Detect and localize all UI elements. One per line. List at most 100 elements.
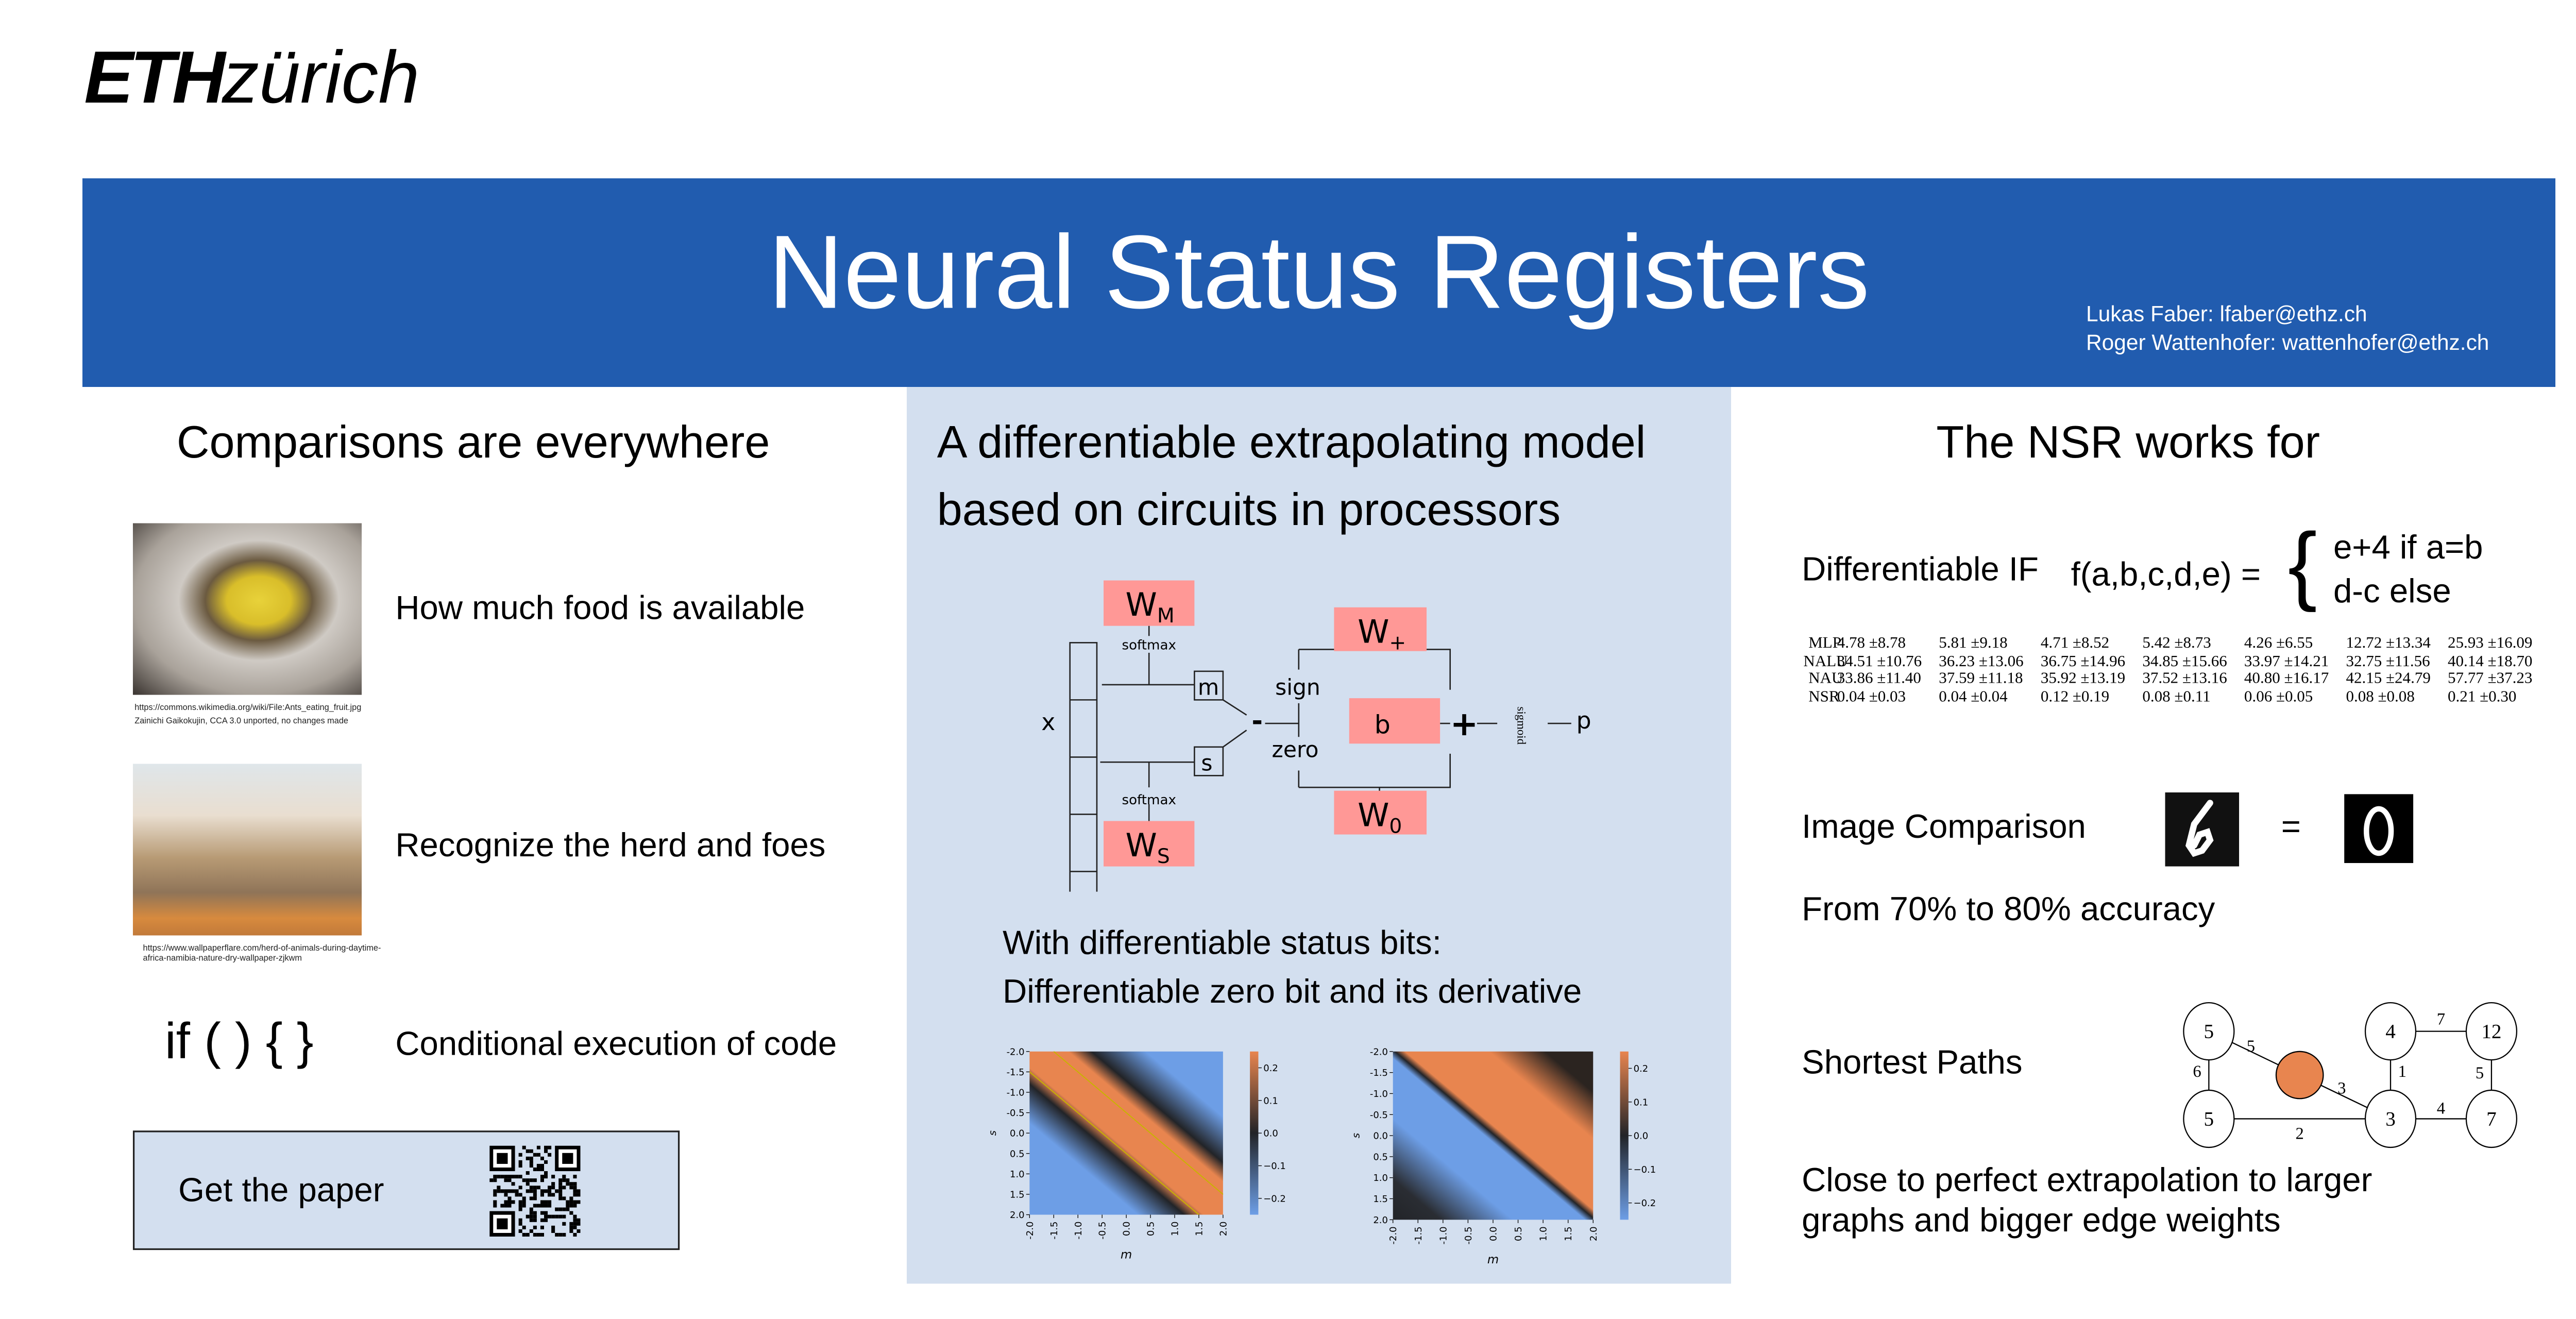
- x-tick-label: 0.0: [1122, 1222, 1132, 1237]
- w-plus-weight-box: [1334, 607, 1427, 651]
- x-tick-label: -1.5: [1413, 1226, 1424, 1244]
- table-cell: 36.23 ±13.06: [1939, 653, 2024, 671]
- x-tick-label: -1.5: [1049, 1222, 1060, 1240]
- y-tick-label: 0.5: [1373, 1152, 1388, 1162]
- table-cell: 32.75 ±11.56: [2346, 653, 2430, 671]
- edge-weight-label: 5: [2476, 1064, 2484, 1083]
- x-tick-label: 0.5: [1513, 1226, 1524, 1241]
- node-label: 12: [2481, 1021, 2501, 1043]
- node-label: 3: [2385, 1108, 2396, 1130]
- table-cell: 0.08 ±0.11: [2142, 689, 2211, 706]
- graph-node: [2465, 1002, 2518, 1061]
- y-tick-label: 1.0: [1010, 1169, 1025, 1180]
- get-the-paper-button[interactable]: Get the paper: [132, 1130, 680, 1250]
- extrapolation-text-2: graphs and bigger edge weights: [1802, 1203, 2281, 1240]
- x-tick-label: -1.0: [1073, 1222, 1084, 1240]
- table-row-label: NSR: [1808, 689, 1840, 706]
- w-s-weight-box: [1104, 821, 1195, 867]
- y-tick-label: -1.0: [1370, 1089, 1388, 1100]
- colorbar: [1250, 1051, 1259, 1215]
- if-case-1: e+4 if a=b: [2333, 530, 2483, 567]
- left-heading: Comparisons are everywhere: [176, 417, 770, 468]
- colorbar-tick-label: −0.2: [1634, 1198, 1656, 1209]
- heatmap-area: [1029, 1051, 1223, 1215]
- middle-heading-2: based on circuits in processors: [937, 484, 1561, 535]
- x-tick-label: -2.0: [1025, 1222, 1036, 1240]
- w-plus-label: W+: [1358, 613, 1406, 654]
- herd-text: Recognize the herd and foes: [395, 827, 826, 865]
- colorbar-tick-label: 0.1: [1634, 1097, 1649, 1108]
- node-label: 5: [2204, 1108, 2214, 1130]
- logo-eth: ETH: [84, 37, 225, 120]
- x-label: x: [1041, 708, 1055, 736]
- graph-node: [2465, 1089, 2518, 1148]
- table-cell: 25.93 ±16.09: [2448, 636, 2533, 653]
- colorbar-tick-label: −0.1: [1634, 1164, 1656, 1175]
- sign-label: sign: [1275, 675, 1320, 701]
- table-cell: 40.14 ±18.70: [2448, 653, 2533, 671]
- edge-weight-label: 2: [2296, 1125, 2304, 1143]
- shortest-paths-label: Shortest Paths: [1802, 1044, 2023, 1082]
- graph-node: [2364, 1002, 2417, 1061]
- x-tick-label: 2.0: [1218, 1222, 1229, 1237]
- x-tick-label: -0.5: [1097, 1222, 1108, 1240]
- graph-node: [2364, 1089, 2417, 1148]
- image-comparison-label: Image Comparison: [1802, 809, 2086, 847]
- edge-weight-label: 7: [2437, 1010, 2445, 1029]
- colorbar-tick-label: 0.1: [1263, 1095, 1278, 1106]
- x-tick-label: 1.5: [1194, 1222, 1205, 1237]
- y-tick-label: -2.0: [1007, 1046, 1025, 1057]
- heatmap-figure: -2.0 -1.5 -1.0 -0.5 0.0 0.5 1.0 1.5 2.0 -2.0 -1.5 -…: [987, 1046, 1656, 1266]
- x-tick-label: 1.0: [1170, 1222, 1181, 1237]
- b-label: b: [1375, 711, 1391, 740]
- author-1: Lukas Faber: lfaber@ethz.ch: [2086, 301, 2367, 327]
- y-tick-label: -2.0: [1370, 1046, 1388, 1057]
- author-2: Roger Wattenhofer: wattenhofer@ethz.ch: [2086, 330, 2489, 355]
- w-s-label: WS: [1125, 826, 1170, 868]
- get-the-paper-label: Get the paper: [178, 1172, 384, 1210]
- ants-eating-fruit-image: [132, 523, 362, 695]
- x-tick-label: 2.0: [1588, 1226, 1599, 1241]
- table-row-label: NALU: [1803, 653, 1848, 671]
- if-function: f(a,b,c,d,e) =: [2071, 556, 2261, 594]
- table-cell: 33.86 ±11.40: [1837, 671, 1921, 688]
- table-cell: 0.12 ±0.19: [2040, 689, 2110, 706]
- edge-weight-label: 1: [2398, 1062, 2406, 1081]
- status-bits-subtitle-2: Differentiable zero bit and its derivati…: [1003, 974, 1582, 1011]
- table-cell: 36.75 ±14.96: [2040, 653, 2126, 671]
- accuracy-text: From 70% to 80% accuracy: [1802, 891, 2215, 929]
- if-code-symbol: if ( ) { }: [165, 1014, 314, 1070]
- y-tick-label: -1.5: [1370, 1068, 1388, 1078]
- table-cell: 4.78 ±8.78: [1837, 636, 1906, 653]
- node-label: 7: [2486, 1108, 2497, 1130]
- differentiable-if-label: Differentiable IF: [1802, 552, 2039, 589]
- p-label: p: [1577, 707, 1591, 734]
- m-box: [1194, 670, 1224, 701]
- zero-bit-derivative-heatmap: -2.0-1.5-1.0-0.50.00.51.01.52.0-2.0-1.5-…: [1350, 1046, 1656, 1266]
- b-bias-box: [1349, 698, 1440, 744]
- y-tick-label: -0.5: [1370, 1110, 1388, 1121]
- plus-label: +: [1450, 704, 1479, 743]
- table-cell: 35.92 ±13.19: [2040, 671, 2126, 688]
- table-cell: 42.15 ±24.79: [2346, 671, 2431, 688]
- softmax-bottom-label: softmax: [1122, 792, 1176, 808]
- x-tick-label: -2.0: [1388, 1226, 1399, 1244]
- right-heading: The NSR works for: [1936, 417, 2320, 468]
- x-tick-label: 0.0: [1488, 1226, 1499, 1241]
- qr-code-icon[interactable]: [489, 1145, 581, 1237]
- table-cell: 34.85 ±15.66: [2142, 653, 2227, 671]
- node-label: 4: [2385, 1021, 2396, 1043]
- y-tick-label: 1.5: [1010, 1189, 1025, 1200]
- edge-weight-label: 5: [2247, 1037, 2255, 1056]
- colorbar-tick-label: −0.1: [1263, 1161, 1286, 1172]
- colorbar-tick-label: −0.2: [1263, 1193, 1286, 1204]
- herd-image-source-1: https://www.wallpaperflare.com/herd-of-a…: [143, 943, 381, 954]
- x-tick-label: 1.5: [1563, 1226, 1574, 1241]
- table-cell: 0.04 ±0.04: [1939, 689, 2008, 706]
- table-cell: 4.26 ±6.55: [2244, 636, 2313, 653]
- colorbar: [1620, 1051, 1629, 1220]
- logo-zurich: zürich: [222, 37, 420, 120]
- softmax-top-label: softmax: [1122, 637, 1176, 653]
- y-tick-label: 0.0: [1010, 1128, 1025, 1139]
